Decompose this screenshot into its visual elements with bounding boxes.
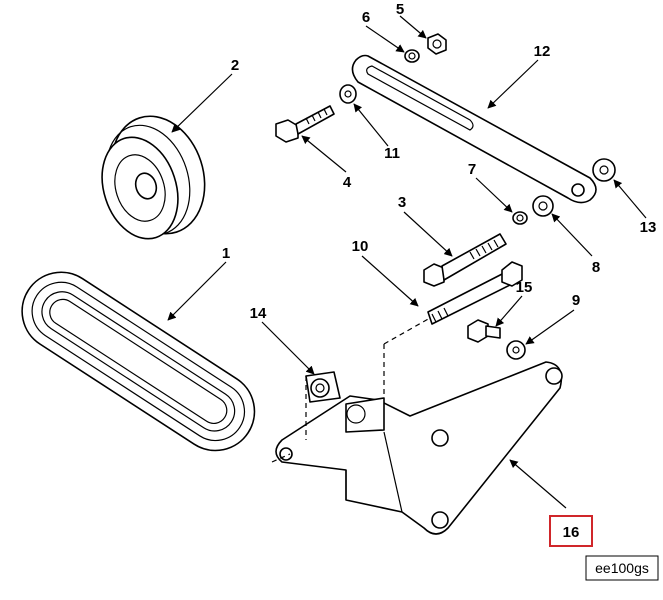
mounting-bracket-part — [275, 361, 563, 535]
callout-4: 4 — [343, 174, 352, 191]
lock-washer-part — [512, 211, 528, 225]
callout-13: 13 — [640, 219, 657, 236]
callout-16: 16 — [563, 524, 580, 541]
bushing-part — [305, 371, 341, 403]
leader-lines — [167, 15, 647, 509]
callout-7: 7 — [468, 161, 476, 178]
callout-2: 2 — [231, 57, 239, 74]
pulley-part — [101, 115, 206, 240]
callout-3: 3 — [398, 194, 406, 211]
callout-14: 14 — [250, 305, 267, 322]
long-bolt-part — [427, 261, 523, 325]
adjusting-strap-part — [351, 54, 597, 204]
callout-5: 5 — [396, 1, 404, 18]
center-line — [383, 317, 431, 345]
callout-8: 8 — [592, 259, 600, 276]
center-line — [271, 453, 291, 463]
callout-10: 10 — [352, 238, 369, 255]
flange-bolt-part — [467, 319, 501, 343]
callout-11: 11 — [384, 145, 400, 162]
washer-part — [506, 340, 526, 360]
callout-9: 9 — [572, 292, 580, 309]
washer-part — [339, 84, 357, 104]
washer-part — [592, 158, 616, 182]
callout-6: 6 — [362, 9, 370, 26]
callout-15: 15 — [516, 279, 533, 296]
callout-12: 12 — [534, 43, 551, 60]
lock-washer-part — [404, 49, 420, 63]
figure-code: ee100gs — [595, 560, 649, 576]
highlight-box — [549, 515, 593, 547]
callout-labels: 1 2 3 4 5 6 7 8 9 10 11 12 13 14 15 16 — [222, 1, 657, 547]
callout-1: 1 — [222, 245, 230, 262]
figure-code-box: ee100gs — [585, 555, 659, 581]
long-bolt-part — [423, 233, 507, 287]
washer-part — [532, 195, 554, 217]
v-belt-part — [21, 271, 256, 452]
nut-part — [427, 33, 447, 55]
bolt-part — [275, 105, 335, 143]
